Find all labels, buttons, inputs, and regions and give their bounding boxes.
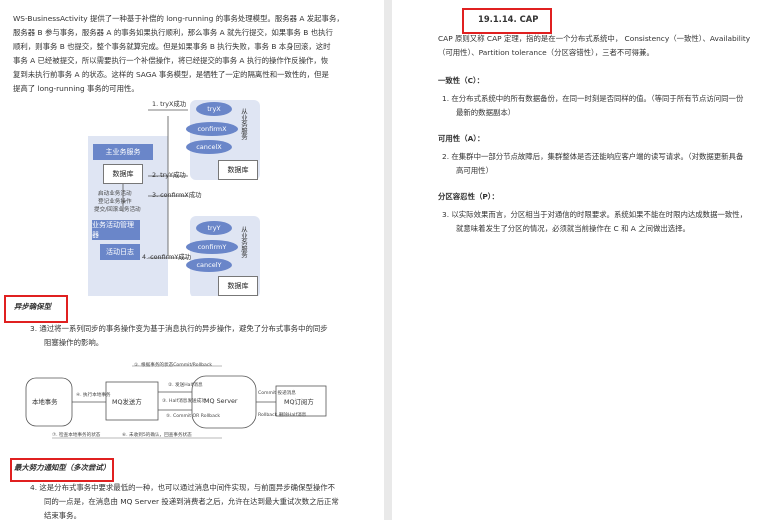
page-gutter	[384, 0, 392, 520]
partition-heading: 分区容忍性（P）：	[438, 192, 499, 201]
section-title: 19.1.14. CAP	[478, 14, 539, 24]
flow-label: ⑦. 检查本地事务的状态	[52, 433, 101, 438]
sub-db-box: 数据库	[218, 160, 258, 180]
right-page: 19.1.14. CAP CAP 原则又称 CAP 定理，指的是在一个分布式系统…	[392, 0, 775, 520]
activity-manager-box: 业务活动管理器	[92, 220, 140, 240]
business-activity-diagram: 1. tryX成功 2. tryY成功 3. confirmX成功 4. con…	[88, 96, 278, 296]
intro-line: 提高了 long-running 事务的可用性。	[13, 84, 139, 93]
step-label: 3. confirmX成功	[152, 191, 202, 199]
flow-label: ⑥. 未收到5的确认，回查事务状态	[122, 433, 192, 438]
note: 提交/回滚业务活动	[94, 207, 141, 213]
cancely-ellipse: cancelY	[186, 258, 232, 272]
flow-label: ②. 发送Half消息	[168, 383, 203, 388]
section-highlight-box	[10, 458, 114, 482]
tryx-ellipse: tryX	[196, 102, 232, 116]
left-page: WS-BusinessActivity 提供了一种基于补偿的 long-runn…	[0, 0, 384, 520]
item4-line: 结束事务。	[44, 511, 81, 520]
tryy-ellipse: tryY	[196, 221, 232, 235]
section-highlight-box	[4, 295, 68, 323]
intro-line: 事务 A 已经被提交，所以需要执行一个补偿操作，将已经提交的事务 A 执行的操作…	[13, 56, 329, 65]
availability-line: 高可用性）	[456, 166, 493, 175]
flow-label: ③. Half消息发送成功	[162, 399, 206, 404]
title-highlight-box	[462, 8, 552, 34]
consistency-heading: 一致性（C）：	[438, 76, 485, 85]
activity-log-box: 活动日志	[100, 244, 140, 260]
flow-label: Commit 投递消息	[258, 391, 296, 396]
consistency-line: 1. 在分布式系统中的所有数据备份，在同一时刻是否同样的值。（等同于所有节点访问…	[442, 94, 744, 103]
sub-db-box: 数据库	[218, 276, 258, 296]
availability-line: 2. 在集群中一部分节点故障后，集群整体是否还能响应客户端的读写请求。（对数据更…	[442, 152, 744, 161]
flow-label: Rollback 删除Half消息	[258, 413, 307, 418]
step-label: 4. confirmY成功	[142, 253, 192, 261]
availability-heading: 可用性（A）：	[438, 134, 485, 143]
db-box: 数据库	[103, 164, 143, 184]
sub-service-label: 从业务服务	[240, 226, 248, 258]
section-heading-max-effort: 最大努力通知型（多次尝试）	[14, 463, 111, 472]
partition-line: 就意味着发生了分区的情况，必须就当前操作在 C 和 A 之间做出选择。	[456, 224, 690, 233]
note: 启动业务活动	[98, 191, 132, 197]
mq-diagram-lines	[25, 365, 327, 439]
step-label: 1. tryX成功	[152, 100, 187, 108]
intro-line: 服务器 B 参与事务，服务器 A 的事务如果执行顺利，那么事务 A 就先行提交，…	[13, 28, 333, 37]
item3-line: 阻塞操作的影响。	[44, 338, 104, 347]
flow-label: ⑤. Commit OR Rollback	[166, 414, 221, 419]
flow-label: ④. 执行本地事务	[76, 393, 111, 398]
mq-subscriber-label: MQ订阅方	[284, 398, 314, 406]
intro-line: 顺利，则事务 B 也提交，整个事务就算完成。但是如果事务 B 执行失败，事务 B…	[13, 42, 331, 51]
intro-line: 复到未执行前事务 A 的状态。这样的 SAGA 事务模型，是牺牲了一定的隔离性和…	[13, 70, 329, 79]
mq-sender-label: MQ发送方	[112, 398, 142, 406]
partition-line: 3. 以实际效果而言，分区相当于对通信的时限要求。系统如果不能在时限内达成数据一…	[442, 210, 748, 219]
item3-line: 3. 通过将一系列同步的事务操作变为基于消息执行的异步操作，避免了分布式事务中的…	[30, 324, 328, 333]
cancelx-ellipse: cancelX	[186, 140, 232, 154]
note: 登记业务操作	[98, 199, 132, 205]
flow-label: ①. 根据事务的状态Commit/Rollback	[134, 363, 213, 368]
step-label: 2. tryY成功	[152, 171, 186, 179]
item4-line: 4. 这是分布式事务中要求最低的一种，也可以通过消息中间件实现，与前面异步确保型…	[30, 483, 336, 492]
cap-intro-line: （可用性）、Partition tolerance（分区容错性），三者不可得兼。	[438, 48, 654, 57]
section-heading-async: 异步确保型	[14, 302, 51, 311]
cap-intro-line: CAP 原则又称 CAP 定理，指的是在一个分布式系统中， Consistenc…	[438, 34, 751, 43]
consistency-line: 最新的数据副本）	[456, 108, 516, 117]
mq-server-label: MQ Server	[204, 397, 238, 405]
confirmx-ellipse: confirmX	[186, 122, 238, 136]
local-tx-label: 本地事务	[32, 398, 58, 406]
item4-line: 同的一点是，在消息由 MQ Server 投递到消费者之后，允许在达到最大重试次…	[44, 497, 339, 506]
main-service-box: 主业务服务	[93, 144, 153, 160]
sub-service-label: 从业务服务	[240, 108, 248, 140]
intro-line: WS-BusinessActivity 提供了一种基于补偿的 long-runn…	[13, 14, 344, 23]
confirmy-ellipse: confirmY	[186, 240, 238, 254]
mq-transaction-diagram: 本地事务 MQ发送方 MQ Server MQ订阅方 ①. 根据事务的状态Com…	[22, 362, 334, 444]
